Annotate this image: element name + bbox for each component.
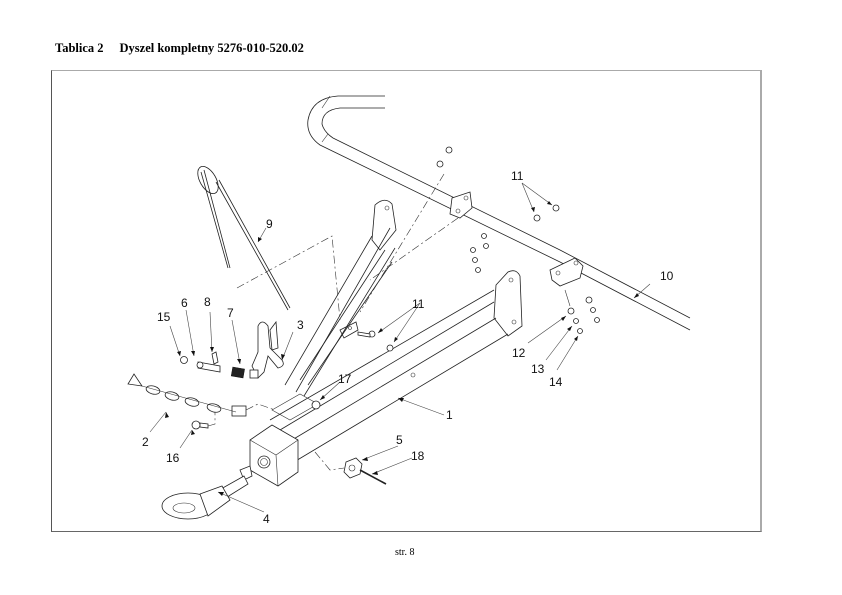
callout-11-arm: 11 xyxy=(412,297,425,311)
table-title: Dyszel kompletny 5276-010-520.02 xyxy=(119,41,304,55)
bolt-17-part xyxy=(311,400,321,410)
callout-15: 15 xyxy=(157,310,171,324)
callout-11-top: 11 xyxy=(511,169,524,183)
towing-eye-part xyxy=(161,465,253,520)
callout-16: 16 xyxy=(166,451,180,465)
chain-part xyxy=(127,373,276,417)
callout-9: 9 xyxy=(266,217,273,231)
callout-7: 7 xyxy=(227,306,234,320)
callout-18: 18 xyxy=(411,449,425,463)
callout-13: 13 xyxy=(531,362,545,376)
upper-arm-part xyxy=(284,199,397,397)
leader-lines xyxy=(149,182,651,513)
top-bolts xyxy=(359,146,560,313)
callout-4: 4 xyxy=(263,512,270,526)
drawbar-arm-part xyxy=(249,270,523,487)
hose-bracket-part xyxy=(251,320,284,379)
callout-10: 10 xyxy=(660,269,674,283)
callout-14: 14 xyxy=(549,375,563,389)
callout-2: 2 xyxy=(142,435,149,449)
drawing-frame xyxy=(51,70,762,532)
callout-12: 12 xyxy=(512,346,526,360)
callout-3: 3 xyxy=(297,318,304,332)
callout-8: 8 xyxy=(204,295,211,309)
callout-6: 6 xyxy=(181,296,188,310)
pin-assembly xyxy=(180,351,259,379)
bolts-11-left xyxy=(357,330,394,352)
tube-frame-part xyxy=(307,95,691,331)
callout-5: 5 xyxy=(396,433,403,447)
table-label: Tablica 2 xyxy=(55,41,104,55)
callout-1: 1 xyxy=(446,408,453,422)
page-number: str. 8 xyxy=(395,547,415,558)
wire-hook-part xyxy=(197,166,341,321)
page-title: Tablica 2 Dyszel kompletny 5276-010-520.0… xyxy=(55,41,304,56)
bolt-16-part xyxy=(191,412,216,430)
callout-17: 17 xyxy=(338,372,352,386)
nut-and-pin-part xyxy=(314,451,387,485)
nuts-right xyxy=(564,289,600,334)
